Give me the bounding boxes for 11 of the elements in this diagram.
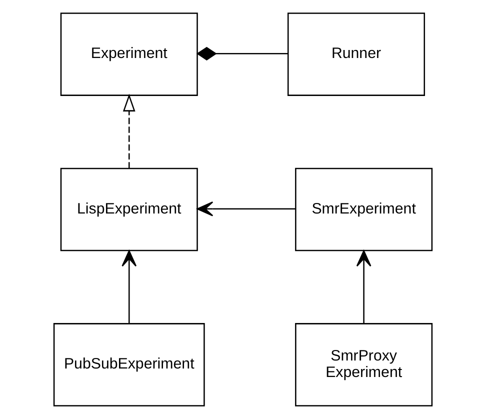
node-box: SmrExperiment <box>294 168 432 252</box>
node-box: SmrProxy Experiment <box>294 323 432 406</box>
arrow <box>121 250 136 324</box>
node-box: Experiment <box>60 12 198 96</box>
node-box: Runner <box>286 12 424 96</box>
node-box: PubSubExperiment <box>52 323 204 406</box>
connector <box>196 46 288 60</box>
arrow <box>196 201 296 216</box>
arrow <box>356 250 371 324</box>
node-box: LispExperiment <box>60 168 198 252</box>
arrow <box>122 94 135 168</box>
